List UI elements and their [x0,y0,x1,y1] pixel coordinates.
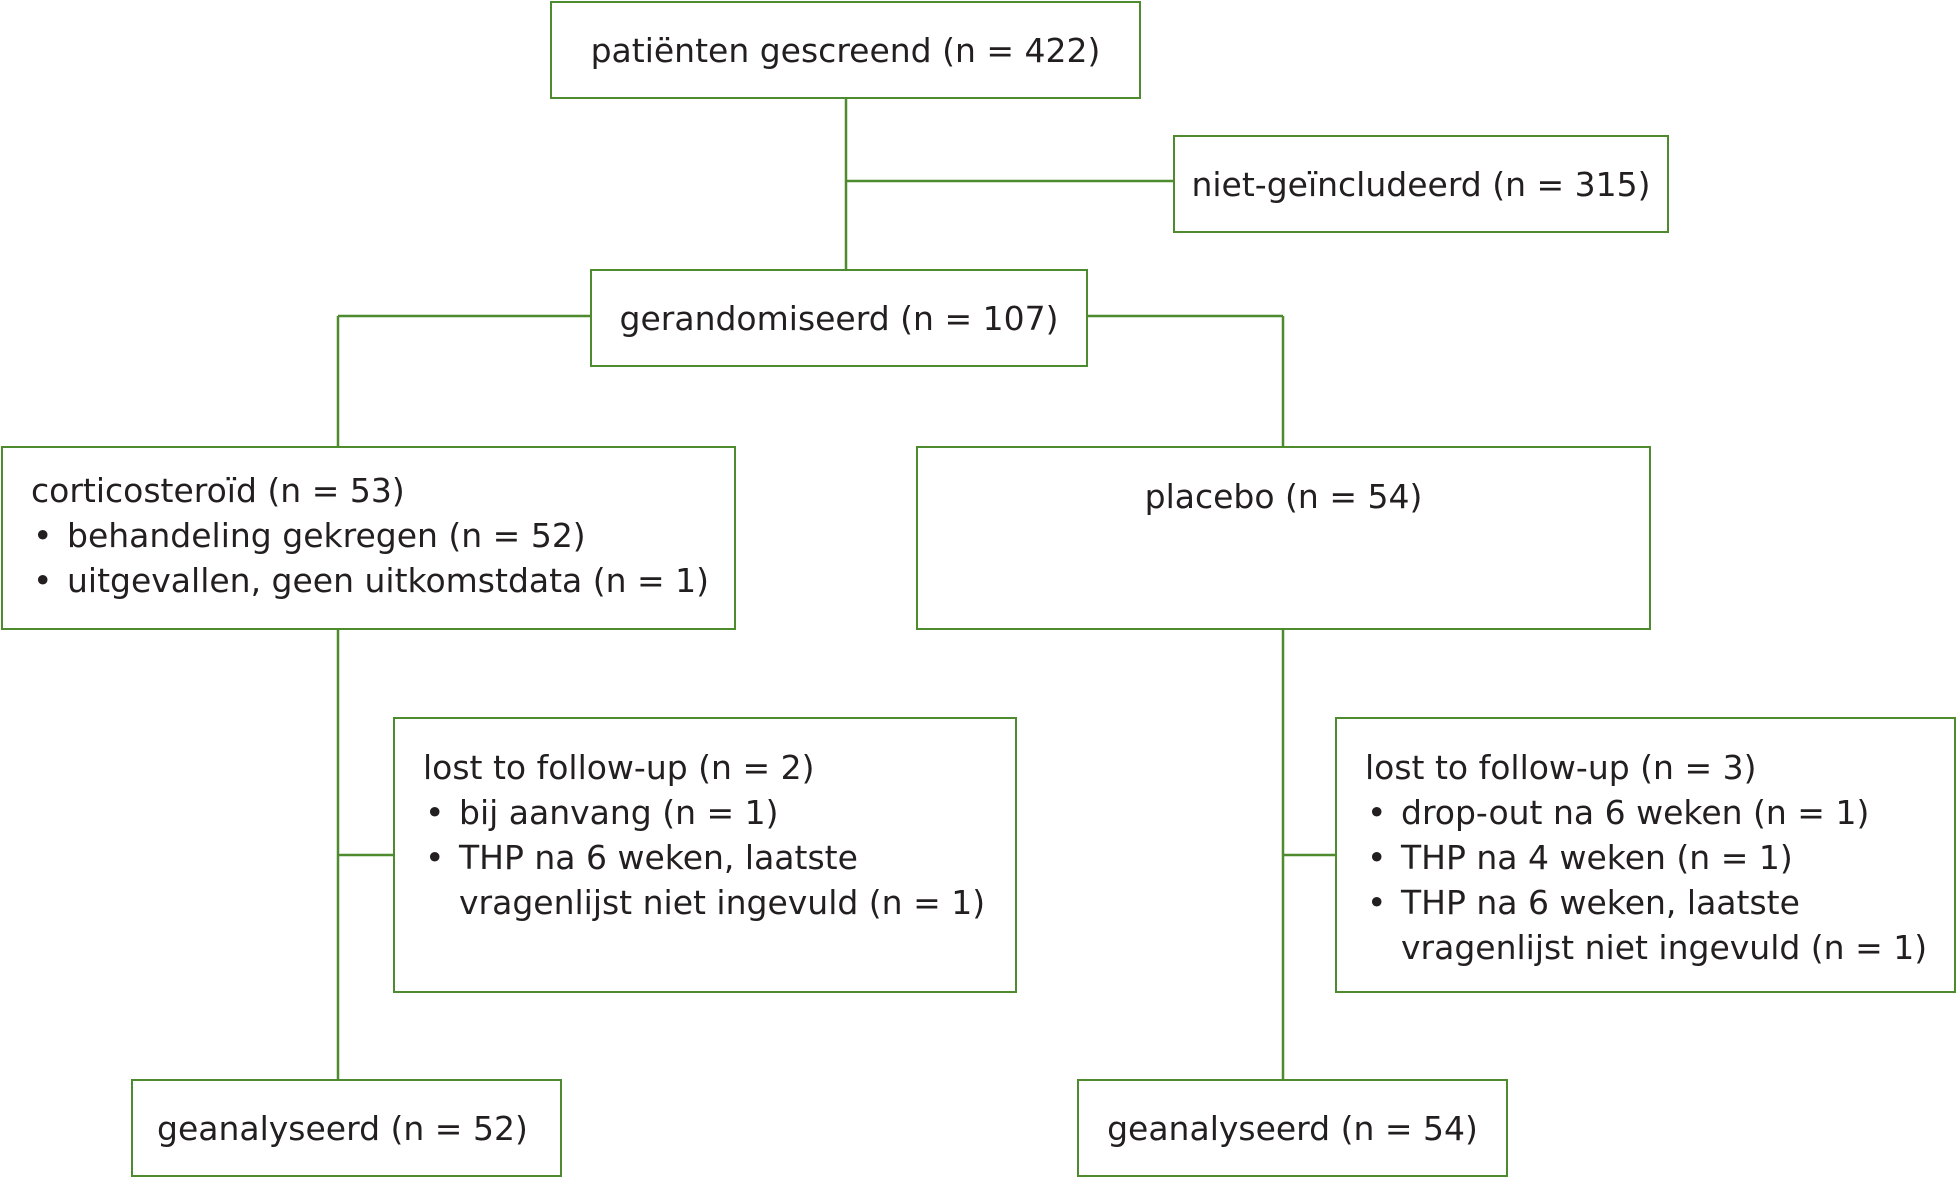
lost-corticosteroid-item: bij aanvang (n = 1) [423,790,1015,835]
lost-corticosteroid-label: lost to follow-up (n = 2) [423,748,815,787]
corticosteroid-item: behandeling gekregen (n = 52) [31,513,734,558]
lost-placebo-label: lost to follow-up (n = 3) [1365,748,1757,787]
corticosteroid-label: corticosteroïd (n = 53) [31,471,405,510]
analyzed-corticosteroid-box: geanalyseerd (n = 52) [131,1079,562,1177]
lost-corticosteroid-item: THP na 6 weken, laatste vragenlijst niet… [423,835,1015,925]
excluded-box: niet-geïncludeerd (n = 315) [1173,135,1669,233]
corticosteroid-list: behandeling gekregen (n = 52) uitgevalle… [31,513,734,603]
lost-corticosteroid-list: bij aanvang (n = 1) THP na 6 weken, laat… [423,790,1015,925]
screened-box: patiënten gescreend (n = 422) [550,1,1141,99]
excluded-label: niet-geïncludeerd (n = 315) [1191,164,1651,204]
analyzed-placebo-box: geanalyseerd (n = 54) [1077,1079,1508,1177]
lost-to-follow-up-corticosteroid-box: lost to follow-up (n = 2) bij aanvang (n… [393,717,1017,993]
lost-placebo-item-line: THP na 4 weken (n = 1) [1401,838,1793,877]
lost-to-follow-up-placebo-box: lost to follow-up (n = 3) drop-out na 6 … [1335,717,1956,993]
analyzed-placebo-label: geanalyseerd (n = 54) [1107,1108,1478,1148]
lost-placebo-item: THP na 6 weken, laatste vragenlijst niet… [1365,880,1954,970]
lost-corticosteroid-item-line: THP na 6 weken, laatste [459,838,858,877]
lost-corticosteroid-item-line: bij aanvang (n = 1) [459,793,779,832]
lost-corticosteroid-item-line: vragenlijst niet ingevuld (n = 1) [459,883,986,922]
placebo-label: placebo (n = 54) [1144,477,1423,516]
lost-placebo-item-line: THP na 6 weken, laatste [1401,883,1800,922]
randomized-label: gerandomiseerd (n = 107) [619,298,1059,338]
lost-placebo-list: drop-out na 6 weken (n = 1) THP na 4 wek… [1365,790,1954,970]
randomized-box: gerandomiseerd (n = 107) [590,269,1088,367]
corticosteroid-item: uitgevallen, geen uitkomstdata (n = 1) [31,558,734,603]
lost-placebo-item: drop-out na 6 weken (n = 1) [1365,790,1954,835]
analyzed-corticosteroid-label: geanalyseerd (n = 52) [157,1108,528,1148]
corticosteroid-box: corticosteroïd (n = 53) behandeling gekr… [1,446,736,630]
lost-placebo-item-line: vragenlijst niet ingevuld (n = 1) [1401,928,1928,967]
lost-placebo-item-line: drop-out na 6 weken (n = 1) [1401,793,1870,832]
lost-placebo-item: THP na 4 weken (n = 1) [1365,835,1954,880]
screened-label: patiënten gescreend (n = 422) [590,30,1101,70]
placebo-box: placebo (n = 54) [916,446,1651,630]
